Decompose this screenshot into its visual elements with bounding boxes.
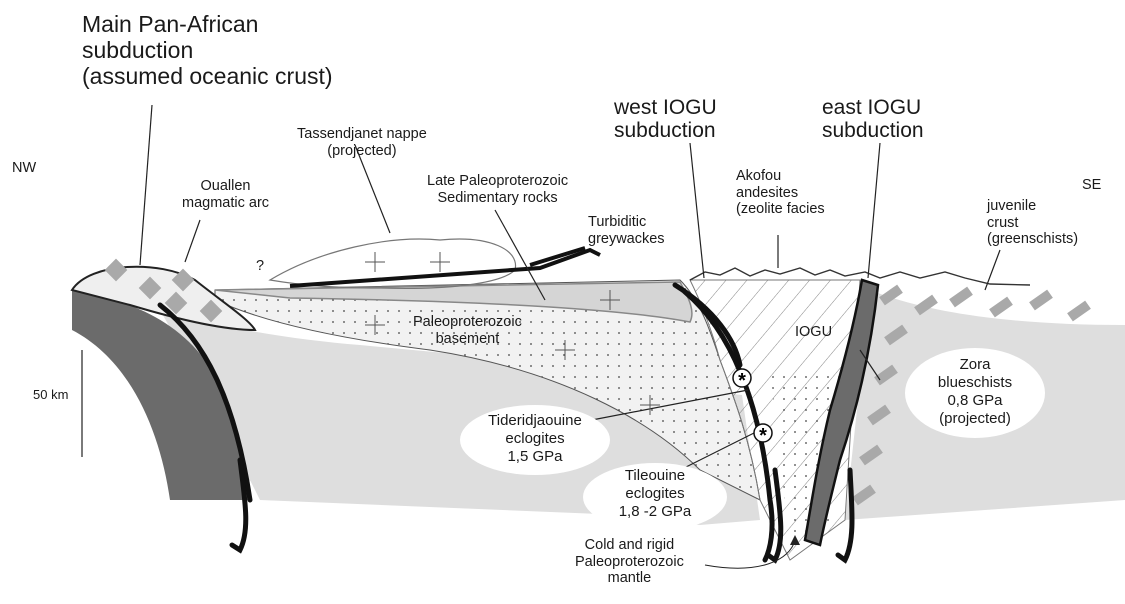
west-iogu-title: west IOGU subduction [614,96,717,142]
late-paleo-label: Late Paleoproterozoic Sedimentary rocks [427,173,568,206]
se-orientation: SE [1082,177,1101,194]
cold-mantle-label: Cold and rigid Paleoproterozoic mantle [575,537,684,587]
main-subduction-title: Main Pan-African subduction (assumed oce… [82,12,333,89]
scale-label: 50 km [33,388,68,403]
tileouine-label: Tileouine eclogites 1,8 -2 GPa [590,467,720,521]
tassendjanet-label: Tassendjanet nappe (projected) [297,126,427,159]
nw-orientation: NW [12,160,36,177]
thrust-lines [290,248,600,286]
tideridjaouine-label: Tideridjaouine eclogites 1,5 GPa [470,412,600,466]
tassendjanet-nappe [270,239,516,288]
east-iogu-title: east IOGU subduction [822,96,924,142]
juvenile-label: juvenile crust (greenschists) [987,198,1078,248]
akofou-label: Akofou andesites (zeolite facies [736,168,825,218]
paleo-basement-label: Paleoproterozoic basement [413,314,522,347]
star-glyph-1: * [738,370,746,392]
iogu-label: IOGU [795,324,832,341]
zora-label: Zora blueschists 0,8 GPa (projected) [910,356,1040,428]
ouallen-label: Ouallen magmatic arc [182,178,269,211]
star-glyph-2: * [759,425,767,447]
turbiditic-label: Turbiditic greywackes [588,214,665,247]
question-label: ? [256,258,264,275]
